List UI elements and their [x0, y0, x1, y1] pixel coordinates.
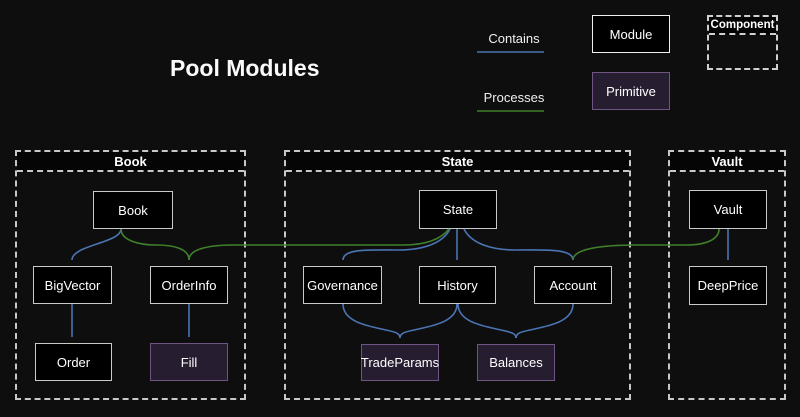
container-book: Book [15, 150, 246, 400]
node-account: Account [534, 266, 612, 304]
legend-module-label: Module [609, 26, 653, 42]
node-vault: Vault [689, 190, 767, 229]
node-balances: Balances [477, 344, 555, 381]
node-governance: Governance [303, 266, 382, 304]
container-state-title: State [286, 152, 629, 172]
node-book: Book [93, 191, 173, 229]
legend-component-label: Component [709, 17, 776, 35]
node-deepprice: DeepPrice [689, 266, 767, 305]
node-order: Order [35, 343, 112, 381]
node-fill: Fill [150, 343, 228, 381]
node-bigvector: BigVector [33, 266, 112, 304]
legend-primitive-box: Primitive [592, 72, 670, 110]
legend-primitive-label: Primitive [606, 83, 656, 99]
container-state: State [284, 150, 631, 400]
legend-component-box: Component [707, 15, 778, 70]
node-history: History [419, 266, 496, 304]
node-state: State [419, 190, 497, 229]
container-vault: Vault [668, 150, 786, 400]
node-orderinfo: OrderInfo [150, 266, 228, 304]
page-title: Pool Modules [170, 55, 320, 81]
container-book-title: Book [17, 152, 244, 172]
legend-processes-label: Processes [483, 90, 545, 105]
node-tradeparams: TradeParams [361, 344, 439, 381]
container-vault-title: Vault [670, 152, 784, 172]
legend-contains-label: Contains [488, 31, 540, 46]
legend-module-box: Module [592, 15, 670, 53]
